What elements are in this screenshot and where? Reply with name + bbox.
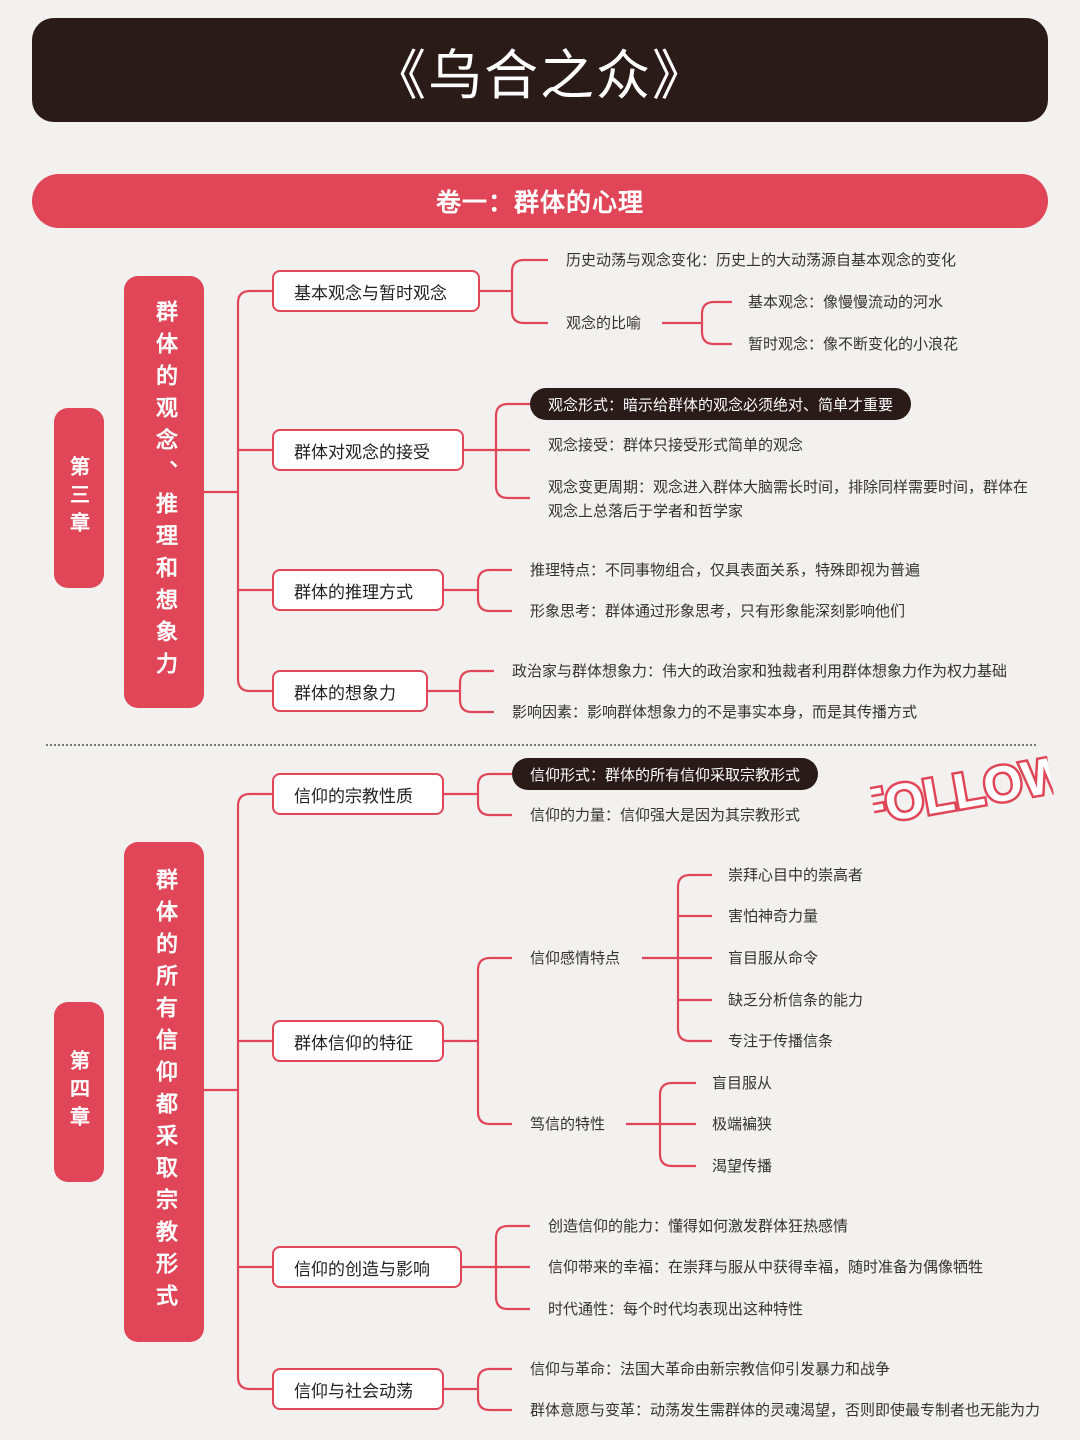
chapter-label-4: 第四章 bbox=[54, 1002, 104, 1182]
chapter-label-text: 第四章 bbox=[66, 1050, 91, 1134]
highlight-pill: 信仰形式：群体的所有信仰采取宗教形式 bbox=[512, 758, 819, 790]
chapter-theme-3: 群体的观念、推理和想象力 bbox=[124, 276, 204, 708]
topic-node: 群体对观念的接受 bbox=[272, 429, 464, 471]
leaf-text: 形象思考：群体通过形象思考，只有形象能深刻影响他们 bbox=[530, 602, 906, 620]
connector bbox=[700, 300, 732, 346]
chapter-theme-text: 群体的观念、推理和想象力 bbox=[152, 300, 177, 684]
leaf-text: 渴望传播 bbox=[712, 1157, 773, 1175]
leaf-text: 崇拜心目中的崇高者 bbox=[728, 866, 864, 884]
leaf-text: 缺乏分析信条的能力 bbox=[728, 991, 864, 1009]
leaf-text: 信仰与革命：法国大革命由新宗教信仰引发暴力和战争 bbox=[530, 1360, 891, 1378]
connector bbox=[236, 792, 272, 1391]
leaf-text: 历史动荡与观念变化：历史上的大动荡源自基本观念的变化 bbox=[566, 251, 957, 269]
leaf-text: 信仰感情特点 bbox=[530, 949, 621, 967]
leaf-text: 盲目服从 bbox=[712, 1074, 773, 1092]
leaf-text: 群体意愿与变革：动荡发生需群体的灵魂渴望，否则即使最专制者也无能为力 bbox=[530, 1401, 1041, 1419]
leaf-text: 信仰带来的幸福：在崇拜与服从中获得幸福，随时准备为偶像牺牲 bbox=[548, 1258, 984, 1276]
leaf-text: 观念的比喻 bbox=[566, 314, 642, 332]
chapter-theme-4: 群体的所有信仰都采取宗教形式 bbox=[124, 842, 204, 1342]
topic-node: 群体的推理方式 bbox=[272, 569, 444, 611]
connector bbox=[510, 258, 548, 325]
leaf-text: 暂时观念：像不断变化的小浪花 bbox=[748, 335, 959, 353]
leaf-text: 盲目服从命令 bbox=[728, 949, 819, 967]
topic-node: 群体的想象力 bbox=[272, 670, 428, 712]
topic-node: 基本观念与暂时观念 bbox=[272, 270, 480, 312]
leaf-text: 信仰的力量：信仰强大是因为其宗教形式 bbox=[530, 806, 801, 824]
leaf-text: 观念接受：群体只接受形式简单的观念 bbox=[548, 436, 804, 454]
leaf-text: 推理特点：不同事物组合，仅具表面关系，特殊即视为普遍 bbox=[530, 561, 921, 579]
connector bbox=[476, 1367, 512, 1412]
connector bbox=[476, 568, 512, 613]
connector bbox=[476, 772, 512, 817]
connector bbox=[236, 289, 272, 693]
highlight-pill: 观念形式：暗示给群体的观念必须绝对、简单才重要 bbox=[530, 388, 912, 420]
connector bbox=[476, 956, 512, 1126]
leaf-text: 政治家与群体想象力：伟大的政治家和独裁者利用群体想象力作为权力基础 bbox=[512, 662, 1008, 680]
leaf-text: 害怕神奇力量 bbox=[728, 907, 819, 925]
connector bbox=[458, 669, 494, 714]
chapter-theme-text: 群体的所有信仰都采取宗教形式 bbox=[152, 868, 177, 1316]
leaf-text: 基本观念：像慢慢流动的河水 bbox=[748, 293, 944, 311]
chapter-label-text: 第三章 bbox=[66, 456, 91, 540]
topic-node: 信仰的宗教性质 bbox=[272, 773, 444, 815]
chapter-label-3: 第三章 bbox=[54, 408, 104, 588]
leaf-text: 创造信仰的能力：懂得如何激发群体狂热感情 bbox=[548, 1217, 849, 1235]
leaf-text: 专注于传播信条 bbox=[728, 1032, 834, 1050]
leaf-text: 观念变更周期：观念进入群体大脑需长时间，排除同样需要时间，群体在观念上总落后于学… bbox=[548, 478, 1029, 520]
topic-node: 信仰与社会动荡 bbox=[272, 1368, 444, 1410]
leaf-text: 极端褊狭 bbox=[712, 1115, 773, 1133]
leaf-text: 时代通性：每个时代均表现出这种特性 bbox=[548, 1300, 804, 1318]
leaf-text: 影响因素：影响群体想象力的不是事实本身，而是其传播方式 bbox=[512, 703, 918, 721]
topic-node: 群体信仰的特征 bbox=[272, 1020, 444, 1062]
leaf-text: 笃信的特性 bbox=[530, 1115, 606, 1133]
section-heading: 卷一：群体的心理 bbox=[32, 174, 1048, 228]
chapter-divider bbox=[46, 744, 1036, 746]
topic-node: 信仰的创造与影响 bbox=[272, 1246, 462, 1288]
page-title: 《乌合之众》 bbox=[32, 18, 1048, 122]
